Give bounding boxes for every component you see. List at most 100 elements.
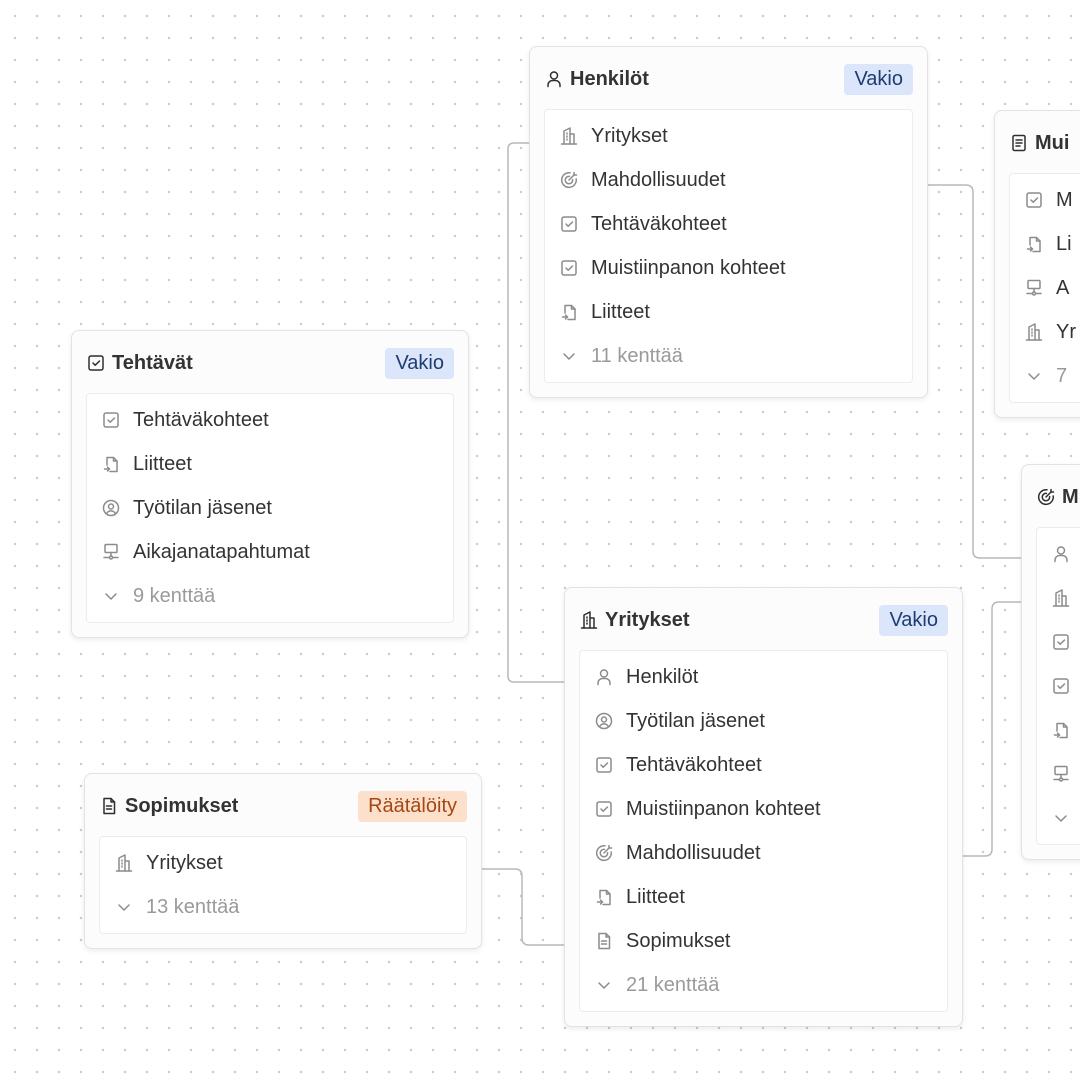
field-row[interactable]: Henkilöt	[580, 655, 947, 699]
field-label: Liitteet	[626, 885, 685, 908]
field-label: Mahdollisuudet	[626, 841, 761, 864]
expand-fields-toggle[interactable]: 9 kenttää	[87, 574, 453, 618]
field-label: Li	[1056, 232, 1072, 255]
building-icon	[579, 610, 599, 630]
checkbox-icon	[1051, 632, 1071, 652]
field-row[interactable]: Työtilan jäsenet	[87, 486, 453, 530]
field-row[interactable]: Mahdollisuudet	[580, 831, 947, 875]
standard-badge: Vakio	[879, 604, 948, 636]
field-label: Tehtäväkohteet	[133, 408, 269, 431]
card-title: Yritykset	[605, 608, 690, 631]
checkbox-icon	[594, 755, 614, 775]
object-card-mahdollisuudet[interactable]: M	[1021, 464, 1080, 860]
card-header: M	[1036, 479, 1080, 515]
document-icon	[99, 796, 119, 816]
field-list: Yritykset 13 kenttää	[99, 836, 467, 934]
field-label: Muistiinpanon kohteet	[591, 256, 786, 279]
field-label: A	[1056, 276, 1070, 299]
field-label: Liitteet	[133, 452, 192, 475]
field-row[interactable]: Mahdollisuudet	[545, 158, 912, 202]
custom-badge: Räätälöity	[358, 790, 467, 822]
timeline-event-icon	[1024, 278, 1044, 298]
field-row[interactable]: Tehtäväkohteet	[545, 202, 912, 246]
field-row[interactable]	[1037, 664, 1080, 708]
chevron-down-icon	[114, 897, 134, 917]
chevron-down-icon	[594, 975, 614, 995]
note-icon	[1009, 133, 1029, 153]
field-label: Yr	[1056, 320, 1076, 343]
checkbox-icon	[86, 353, 106, 373]
expand-fields-toggle[interactable]	[1037, 796, 1080, 840]
field-count: 7	[1056, 364, 1068, 387]
card-header: Tehtävät Vakio	[86, 345, 454, 381]
field-row[interactable]: Liitteet	[87, 442, 453, 486]
field-row[interactable]: Muistiinpanon kohteet	[545, 246, 912, 290]
field-label: Työtilan jäsenet	[626, 709, 765, 732]
field-label: Henkilöt	[626, 665, 699, 688]
checkbox-icon	[101, 410, 121, 430]
field-row[interactable]	[1037, 708, 1080, 752]
checkbox-icon	[1024, 190, 1044, 210]
expand-fields-toggle[interactable]: 11 kenttää	[545, 334, 912, 378]
field-row[interactable]: Li	[1010, 222, 1080, 266]
field-label: Muistiinpanon kohteet	[626, 797, 821, 820]
field-row[interactable]: Sopimukset	[580, 919, 947, 963]
standard-badge: Vakio	[385, 347, 454, 379]
field-row[interactable]	[1037, 532, 1080, 576]
timeline-event-icon	[1051, 764, 1071, 784]
field-row[interactable]: Muistiinpanon kohteet	[580, 787, 947, 831]
field-count: 13 kenttää	[146, 895, 240, 918]
chevron-down-icon	[1051, 808, 1071, 828]
user-circle-icon	[101, 498, 121, 518]
person-icon	[594, 667, 614, 687]
timeline-event-icon	[101, 542, 121, 562]
card-title: Tehtävät	[112, 351, 193, 374]
field-count: 9 kenttää	[133, 584, 216, 607]
field-row[interactable]: Liitteet	[545, 290, 912, 334]
checkbox-icon	[1051, 676, 1071, 696]
field-label: Yritykset	[146, 851, 223, 874]
field-label: Mahdollisuudet	[591, 168, 726, 191]
field-row[interactable]: Tehtäväkohteet	[580, 743, 947, 787]
attachment-file-icon	[1051, 720, 1071, 740]
expand-fields-toggle[interactable]: 21 kenttää	[580, 963, 947, 1007]
field-row[interactable]: Yritykset	[545, 114, 912, 158]
chevron-down-icon	[1024, 366, 1044, 386]
expand-fields-toggle[interactable]: 13 kenttää	[100, 885, 466, 929]
checkbox-icon	[559, 258, 579, 278]
field-row[interactable]	[1037, 620, 1080, 664]
card-header: Henkilöt Vakio	[544, 61, 913, 97]
field-row[interactable]: Työtilan jäsenet	[580, 699, 947, 743]
field-row[interactable]: Yr	[1010, 310, 1080, 354]
field-row[interactable]: Yritykset	[100, 841, 466, 885]
field-row[interactable]: A	[1010, 266, 1080, 310]
field-count: 21 kenttää	[626, 973, 720, 996]
field-label: M	[1056, 188, 1073, 211]
document-icon	[594, 931, 614, 951]
connector-sopimukset-yritykset	[472, 868, 572, 946]
field-row[interactable]	[1037, 576, 1080, 620]
field-row[interactable]: Tehtäväkohteet	[87, 398, 453, 442]
building-icon	[559, 126, 579, 146]
building-icon	[1051, 588, 1071, 608]
field-row[interactable]: Liitteet	[580, 875, 947, 919]
attachment-file-icon	[1024, 234, 1044, 254]
field-label: Sopimukset	[626, 929, 731, 952]
card-header: Yritykset Vakio	[579, 602, 948, 638]
field-label: Työtilan jäsenet	[133, 496, 272, 519]
field-row[interactable]: M	[1010, 178, 1080, 222]
user-circle-icon	[594, 711, 614, 731]
expand-fields-toggle[interactable]: 7	[1010, 354, 1080, 398]
field-row[interactable]: Aikajanatapahtumat	[87, 530, 453, 574]
target-icon	[594, 843, 614, 863]
standard-badge: Vakio	[844, 63, 913, 95]
field-row[interactable]	[1037, 752, 1080, 796]
